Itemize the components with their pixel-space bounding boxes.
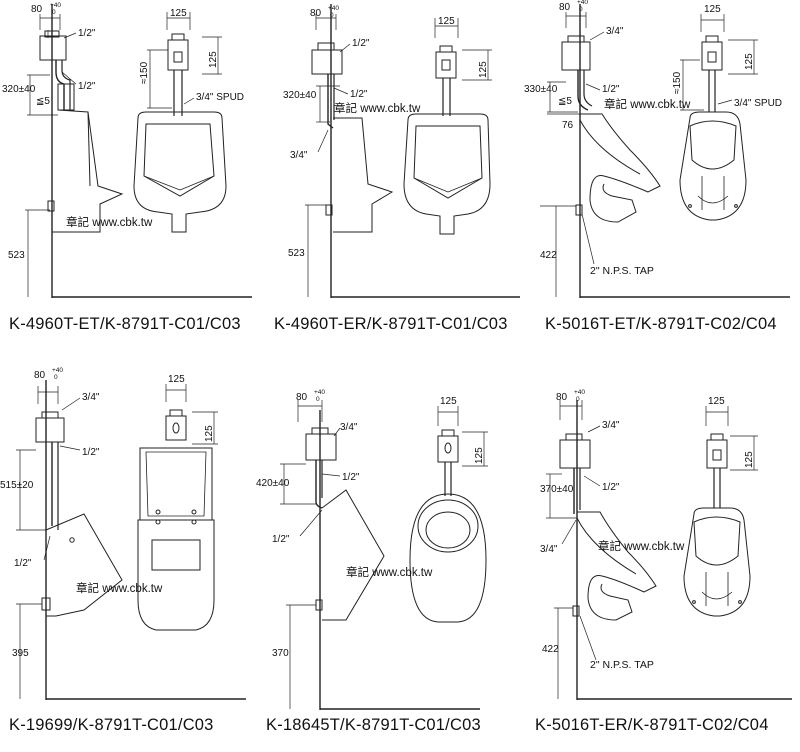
p1-watermark: 章記 www.cbk.tw: [66, 215, 153, 229]
panel-4-side-view: [16, 380, 246, 700]
caption-k4960t-et: K-4960T-ET/K-8791T-C01/C03: [9, 315, 241, 333]
p3-approx-label: ≈150: [672, 71, 683, 94]
p2-offset-label: 80: [310, 8, 322, 19]
p2-tol-plus: +40: [328, 5, 339, 12]
panel-5-front-view: [409, 406, 488, 623]
p4-pipe-bottom: 1/2": [14, 558, 32, 569]
p5-height-label: 420±40: [256, 478, 290, 489]
p4-height125-label: 125: [204, 425, 215, 442]
p1-width-label: 125: [170, 8, 187, 19]
p5-tol-plus: +40: [314, 389, 325, 396]
p3-height125-label: 125: [744, 53, 755, 70]
caption-k19699: K-19699/K-8791T-C01/C03: [9, 716, 214, 734]
p3-watermark: 章記 www.cbk.tw: [604, 97, 691, 111]
p5-floor-label: 370: [272, 648, 289, 659]
p3-pipe-top: 3/4": [606, 26, 624, 37]
p1-offset-label: 80: [31, 4, 43, 15]
panel-1-side-view: [25, 4, 252, 298]
p1-le5-label: ≦5: [36, 96, 50, 107]
p5-offset-label: 80: [296, 392, 308, 403]
caption-k18645t: K-18645T/K-8791T-C01/C03: [266, 716, 481, 734]
p4-pipe-mid: 1/2": [82, 447, 100, 458]
panel-2-front-view: [403, 18, 492, 235]
p3-tol-zero: 0: [579, 6, 583, 13]
p6-pipe-top: 3/4": [602, 420, 620, 431]
p1-tol-plus: +40: [50, 2, 61, 9]
p1-floor-label: 523: [8, 250, 25, 261]
p6-tap-label: 2" N.P.S. TAP: [590, 659, 654, 671]
p5-pipe-top: 3/4": [340, 422, 358, 433]
p6-height-label: 370±40: [540, 484, 574, 495]
p4-tol-zero: 0: [54, 374, 58, 381]
p3-le5-label: ≦5: [558, 96, 572, 107]
p3-height-label: 330±40: [524, 84, 558, 95]
p1-pipe-top: 1/2": [78, 28, 96, 39]
p5-pipe-bottom: 1/2": [272, 534, 290, 545]
p3-tol-plus: +40: [577, 0, 588, 6]
panel-2-side-view: [305, 4, 520, 298]
p6-pipe-mid: 1/2": [602, 482, 620, 493]
caption-k5016t-et: K-5016T-ET/K-8791T-C02/C04: [545, 315, 777, 333]
p6-floor-label: 422: [542, 644, 559, 655]
panel-5-side-view: [280, 400, 480, 710]
p2-pipe-top: 1/2": [352, 38, 370, 49]
p3-spud-label: 3/4" SPUD: [734, 98, 782, 109]
p2-pipe-mid: 1/2": [350, 89, 368, 100]
p1-pipe-mid: 1/2": [78, 81, 96, 92]
p2-height125-label: 125: [478, 61, 489, 78]
p2-width-label: 125: [438, 16, 455, 27]
p5-width-label: 125: [440, 396, 457, 407]
p4-pipe-top: 3/4": [82, 392, 100, 403]
p4-width-label: 125: [168, 374, 185, 385]
p1-tol-zero: 0: [52, 9, 56, 16]
p4-height-label: 515±20: [0, 480, 34, 491]
p6-tol-zero: 0: [576, 396, 580, 403]
caption-k4960t-er: K-4960T-ER/K-8791T-C01/C03: [274, 315, 508, 333]
p3-offset-label: 80: [559, 2, 571, 13]
p3-pipe-mid: 1/2": [602, 84, 620, 95]
p1-approx-label: ≈150: [139, 61, 150, 84]
p2-tol-zero: 0: [330, 12, 334, 19]
p5-watermark: 章記 www.cbk.tw: [346, 565, 433, 579]
p4-offset-label: 80: [34, 370, 46, 381]
p3-d76-label: 76: [562, 120, 574, 131]
panel-3-side-view: [540, 4, 790, 298]
p6-height125-label: 125: [744, 451, 755, 468]
caption-k5016t-er: K-5016T-ER/K-8791T-C02/C04: [535, 716, 769, 734]
p4-floor-label: 395: [12, 648, 29, 659]
p1-height125-label: 125: [208, 51, 219, 68]
p3-tap-label: 2" N.P.S. TAP: [590, 265, 654, 277]
p2-pipe-bottom: 3/4": [290, 150, 308, 161]
p5-pipe-mid: 1/2": [342, 472, 360, 483]
p5-height125-label: 125: [474, 447, 485, 464]
panel-4-front-view: [137, 384, 218, 631]
p6-tol-plus: +40: [574, 389, 585, 396]
panel-6-side-view: [546, 400, 792, 700]
panel-3-front-view: [679, 14, 758, 221]
p2-watermark: 章記 www.cbk.tw: [334, 101, 421, 115]
p3-width-label: 125: [704, 4, 721, 15]
p3-floor-label: 422: [540, 250, 557, 261]
p5-tol-zero: 0: [316, 396, 320, 403]
p4-watermark: 章記 www.cbk.tw: [76, 581, 163, 595]
p2-floor-label: 523: [288, 248, 305, 259]
panel-6-front-view: [683, 406, 758, 617]
p2-height-label: 320±40: [283, 90, 317, 101]
leader-lines: [43, 31, 733, 661]
p1-spud-label: 3/4" SPUD: [196, 92, 244, 103]
p6-watermark: 章記 www.cbk.tw: [598, 539, 685, 553]
p4-tol-plus: +40: [52, 367, 63, 374]
p6-pipe-bottom: 3/4": [540, 544, 558, 555]
p6-width-label: 125: [708, 396, 725, 407]
panel-1-front-view: [133, 12, 227, 233]
p6-offset-label: 80: [556, 392, 568, 403]
p1-height-label: 320±40: [2, 84, 36, 95]
